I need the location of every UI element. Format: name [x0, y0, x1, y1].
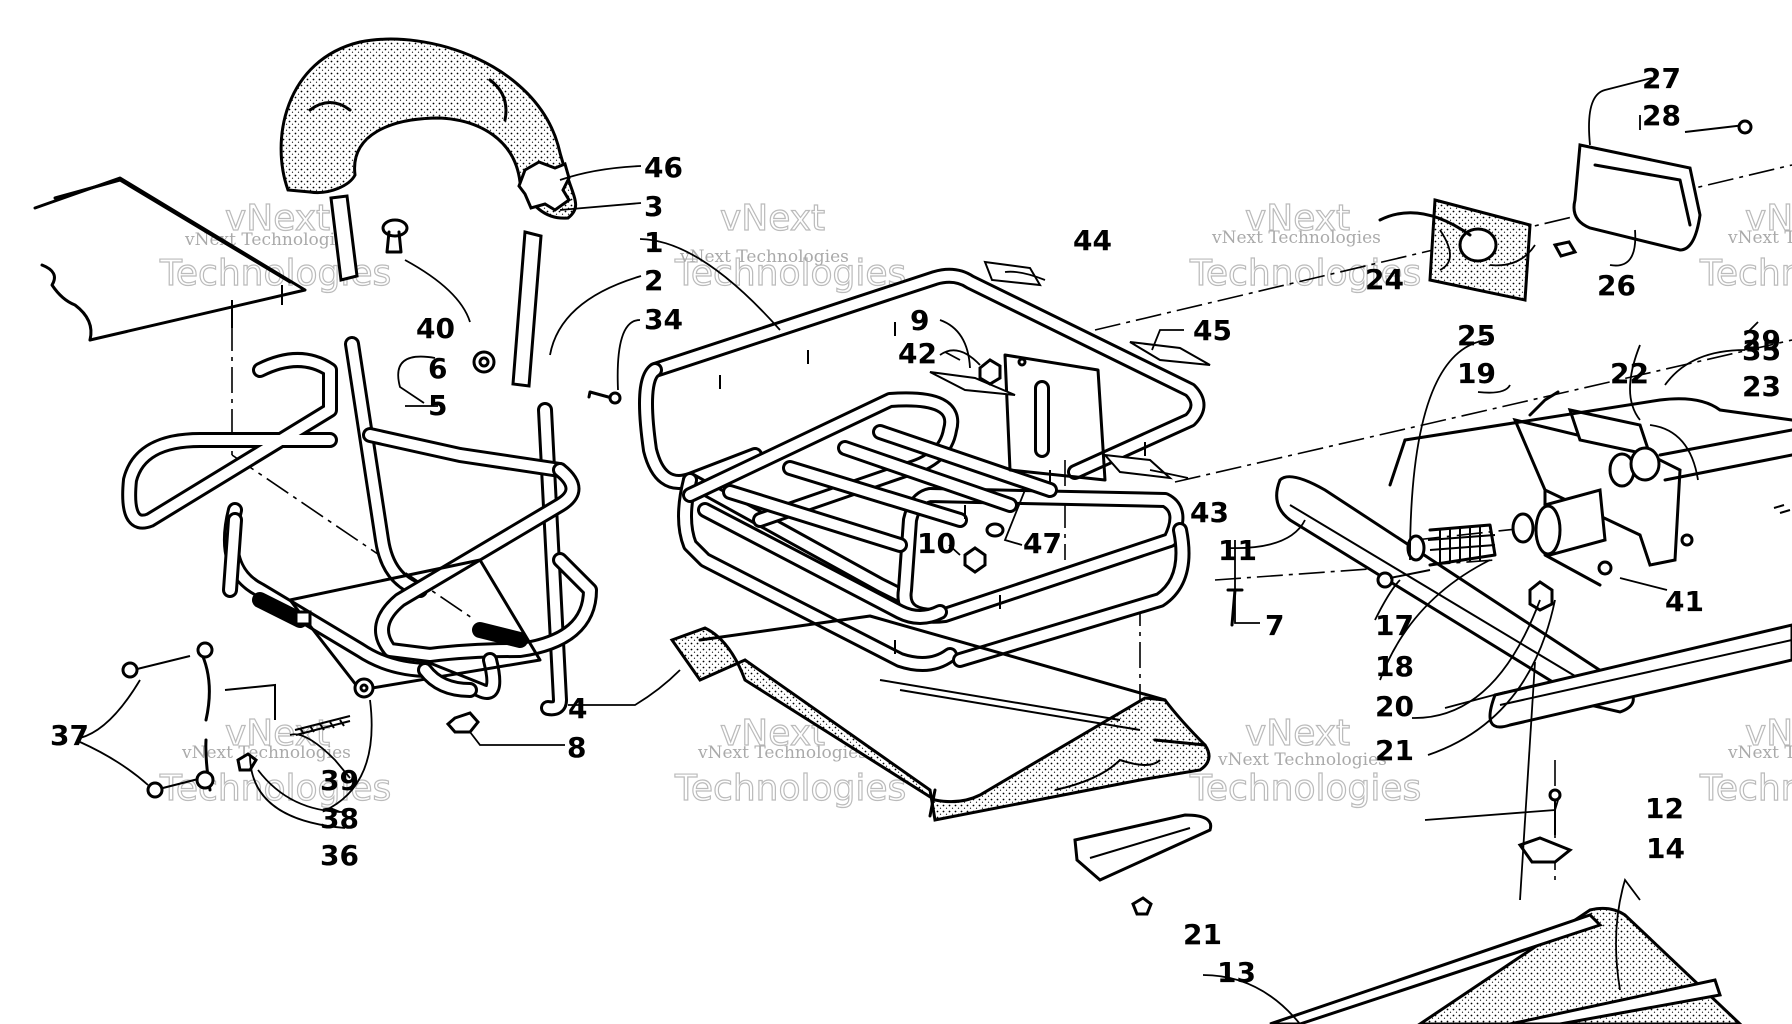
watermark-big: Technologies — [1699, 768, 1792, 809]
right-rail — [1388, 397, 1792, 729]
callout-10: 10 — [917, 527, 956, 560]
bottom-bracket — [1054, 758, 1213, 916]
callout-22: 22 — [1610, 357, 1649, 390]
watermark-big: Technologies — [1189, 253, 1421, 294]
watermark-label: vNext Technologies — [679, 247, 849, 267]
side-panel-piece — [33, 176, 307, 342]
callout-24: 24 — [1365, 263, 1404, 296]
watermark-big: vNext — [225, 198, 330, 239]
callout-43: 43 — [1190, 496, 1229, 529]
callout-28: 28 — [1642, 99, 1681, 132]
watermark-label: vNext Technologies — [181, 743, 351, 763]
watermark-label: vNext Technologies — [697, 743, 867, 763]
callout-42: 42 — [898, 337, 937, 370]
callout-6: 6 — [428, 352, 447, 385]
watermark-big: vNext — [1745, 198, 1792, 239]
watermark-big: vNext — [225, 713, 330, 754]
seat-frame — [121, 336, 598, 717]
callout-9: 9 — [910, 304, 929, 337]
callout-29: 29 — [1742, 324, 1781, 357]
watermark-label: vNext Technologies — [1727, 743, 1792, 763]
callout-41: 41 — [1665, 585, 1704, 618]
watermark-big: Technologies — [1699, 253, 1792, 294]
callout-46: 46 — [644, 151, 683, 184]
watermark-big: Technologies — [1189, 768, 1421, 809]
callout-34: 34 — [644, 303, 683, 336]
callout-11: 11 — [1218, 534, 1257, 567]
callout-23: 23 — [1742, 370, 1781, 403]
callout-13: 13 — [1217, 956, 1256, 989]
watermark-big: Technologies — [674, 253, 906, 294]
callout-14: 14 — [1646, 832, 1685, 865]
backrest-cushion — [279, 37, 578, 220]
cargo-rack — [638, 267, 1206, 672]
watermark-big: vNext — [1745, 713, 1792, 754]
callout-21: 21 — [1183, 918, 1222, 951]
callout-12: 12 — [1645, 792, 1684, 825]
callout-19: 19 — [1457, 357, 1496, 390]
bottom-rail — [1269, 788, 1743, 1024]
rack-base-plate — [669, 614, 1211, 822]
watermark-label: vNext Technologies — [1217, 750, 1387, 770]
watermark-big: vNext — [1245, 713, 1350, 754]
callout-26: 26 — [1597, 269, 1636, 302]
callout-5: 5 — [428, 389, 447, 422]
callout-2: 2 — [644, 264, 663, 297]
tail-light — [1378, 119, 1753, 302]
callout-20: 20 — [1375, 690, 1414, 723]
callout-47: 47 — [1023, 527, 1062, 560]
watermark-big: vNext — [1245, 198, 1350, 239]
backrest-posts — [329, 194, 543, 388]
callout-17: 17 — [1375, 609, 1414, 642]
callout-8: 8 — [567, 731, 586, 764]
callout-35: 35 — [1742, 334, 1781, 367]
callout-25: 25 — [1457, 319, 1496, 352]
callout-3: 3 — [644, 190, 663, 223]
watermark-big: Technologies — [674, 768, 906, 809]
pivot-spring — [1376, 390, 1792, 612]
watermark-label: vNext Technologies — [1727, 228, 1792, 248]
callout-45: 45 — [1193, 314, 1232, 347]
callout-4: 4 — [568, 692, 587, 725]
leader-lines — [79, 77, 1759, 1024]
callout-36: 36 — [320, 839, 359, 872]
callout-37: 37 — [50, 719, 89, 752]
callout-7: 7 — [1265, 609, 1284, 642]
callout-44: 44 — [1073, 224, 1112, 257]
callout-39: 39 — [320, 764, 359, 797]
left-hardware — [121, 350, 622, 799]
callout-21: 21 — [1375, 734, 1414, 767]
callout-38: 38 — [320, 802, 359, 835]
callout-18: 18 — [1375, 650, 1414, 683]
callouts: 1 2 3 4 5 6 7 8 9 10 11 12 13 14 17 18 1… — [50, 62, 1781, 989]
watermark-big: vNext — [720, 198, 825, 239]
callout-1: 1 — [644, 226, 663, 259]
callout-40: 40 — [416, 312, 455, 345]
callout-27: 27 — [1642, 62, 1681, 95]
watermark-label: vNext Technologies — [1211, 228, 1381, 248]
